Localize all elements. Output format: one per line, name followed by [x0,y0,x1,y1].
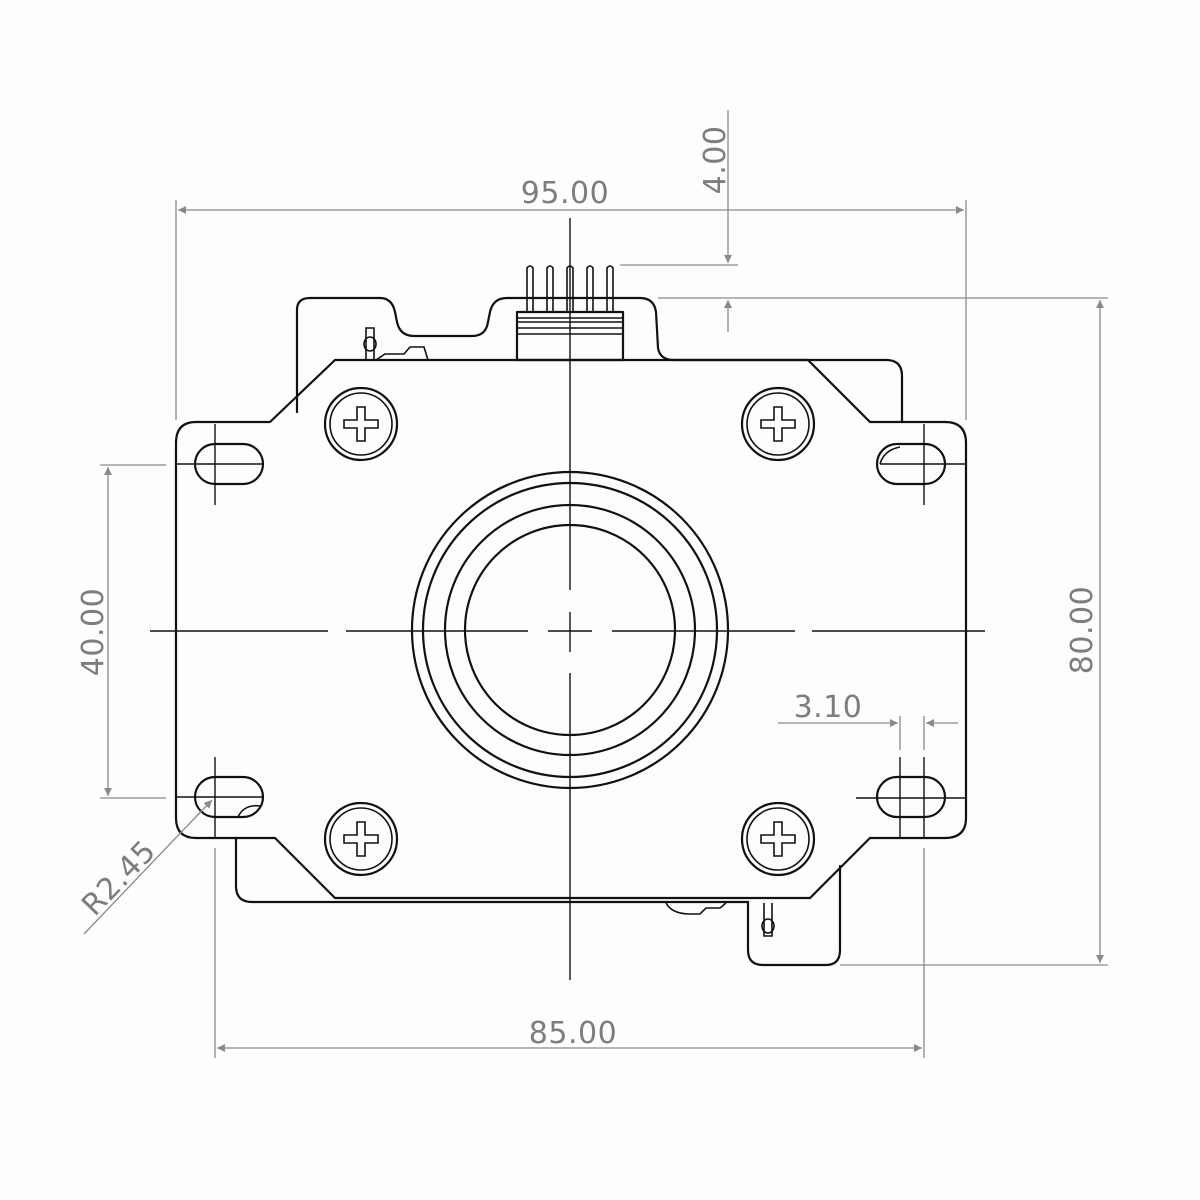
rear-housing-bottom [234,836,842,967]
dimension-95-label: 95.00 [521,176,609,211]
screw-top-right [740,386,816,462]
dimension-85-label: 85.00 [529,1016,617,1051]
dimension-4: 4.00 [620,110,1108,332]
dimension-3-10: 3.10 [778,690,958,750]
connector-pins [526,265,614,312]
slot-edge-detail [879,446,901,465]
dimension-95: 95.00 [175,176,967,420]
dimension-80: 80.00 [840,300,1108,966]
flange-plate [174,358,968,900]
dimension-3-10-label: 3.10 [794,690,863,725]
dimension-4-label: 4.00 [698,126,733,195]
rear-housing-top [295,296,904,424]
screw-bottom-left [323,801,399,877]
dimension-r2-45: R2.45 [75,799,213,935]
dimension-85: 85.00 [214,848,925,1058]
screw-top-left [323,386,399,462]
dimension-80-label: 80.00 [1065,586,1100,674]
dimension-r2-45-label: R2.45 [75,834,163,923]
dimension-40-label: 40.00 [76,588,111,676]
mounting-slot-bottom-right [875,775,947,819]
center-lines [150,218,985,980]
dimension-40: 40.00 [76,464,166,799]
screw-bottom-right [740,801,816,877]
